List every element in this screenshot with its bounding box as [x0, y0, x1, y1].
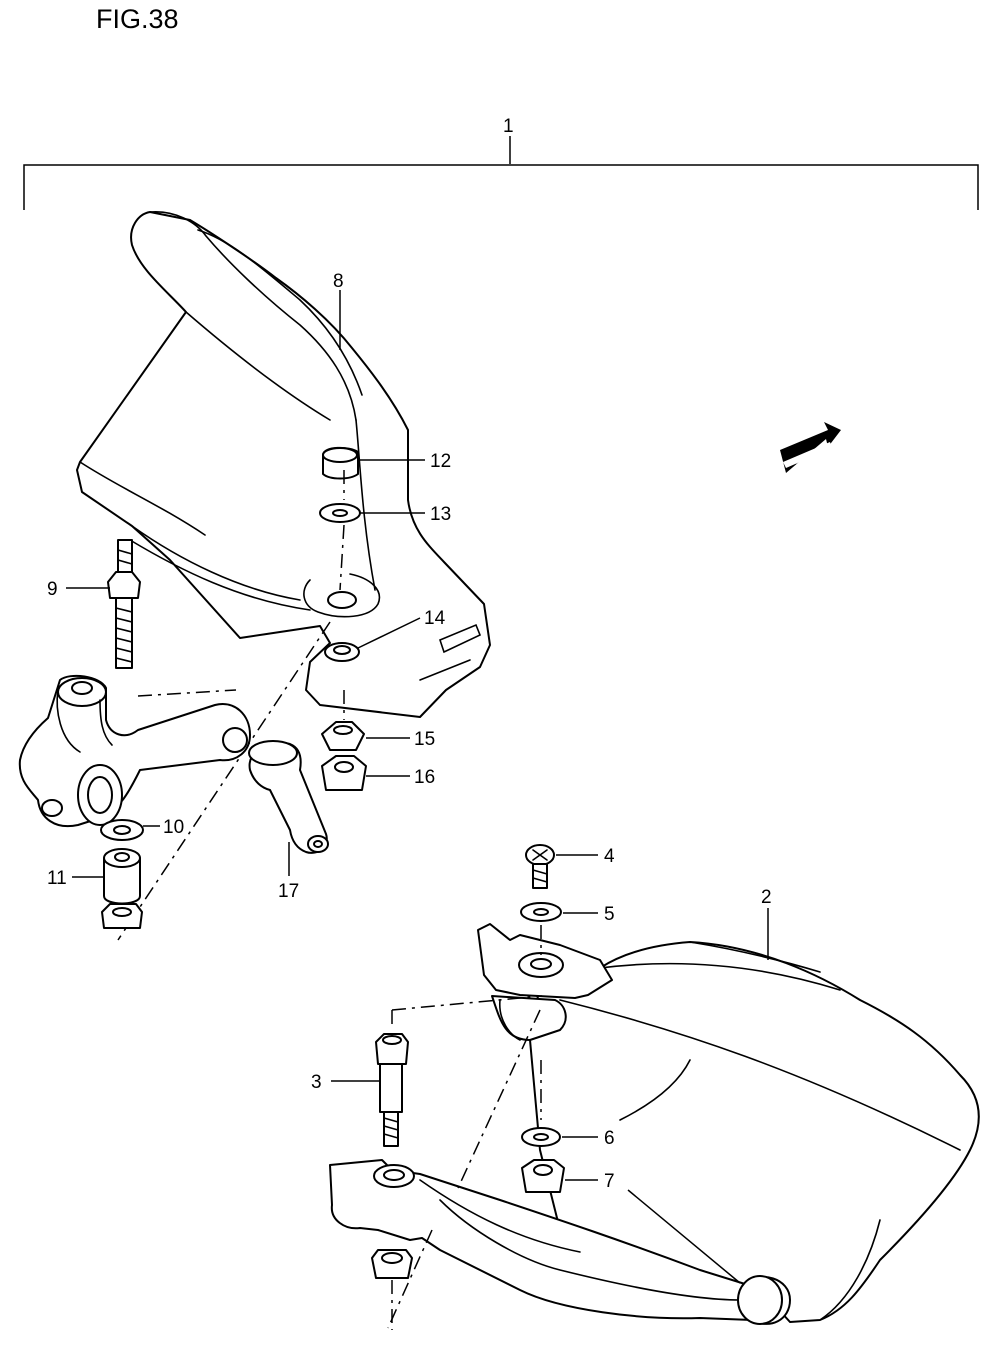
nut-lower-left: [101, 903, 143, 929]
nut-16: [321, 755, 367, 791]
callout-2: 2: [761, 887, 772, 908]
callout-5: 5: [604, 904, 615, 925]
callout-1: 1: [503, 116, 514, 137]
washer-5: [520, 902, 562, 922]
rubber-cap-17: [248, 740, 329, 854]
spacer-11: [103, 848, 141, 905]
bolt-3: [375, 1033, 409, 1147]
callout-15: 15: [414, 729, 435, 750]
callout-7: 7: [604, 1171, 615, 1192]
fwd-arrow-icon: FWD: [780, 422, 841, 475]
callout-11: 11: [47, 868, 67, 889]
leader-lines: [66, 290, 769, 1284]
callout-8: 8: [333, 271, 344, 292]
callout-6: 6: [604, 1128, 615, 1149]
nut-7: [521, 1159, 565, 1193]
callout-12: 12: [430, 451, 451, 472]
lever-body: [329, 1159, 791, 1325]
callout-4: 4: [604, 846, 615, 867]
lower-clamp-bracket: [477, 923, 613, 1041]
callout-10: 10: [163, 817, 184, 838]
assembly-bracket: [23, 136, 979, 210]
callout-14: 14: [424, 608, 446, 629]
collar-14: [324, 642, 360, 662]
figure-title: FIG.38: [96, 4, 179, 34]
hand-guard-upper: [76, 211, 491, 718]
screw-4: [525, 844, 555, 889]
callout-labels: 1 2 3 4 5 6 7 8 9 10 11 12 13 14 15 16 1…: [47, 116, 772, 1192]
nut-15: [321, 721, 365, 751]
washer-10: [100, 819, 144, 841]
callout-13: 13: [430, 504, 451, 525]
callout-16: 16: [414, 767, 435, 788]
bolt-9: [107, 539, 141, 669]
washer-6: [521, 1127, 561, 1147]
cap-nut-12: [322, 446, 359, 480]
callout-17: 17: [278, 881, 299, 902]
handlebar-clamp: [18, 674, 251, 828]
hand-guard-lower: [529, 941, 980, 1323]
callout-9: 9: [47, 579, 58, 600]
nut-lower-bottom: [371, 1249, 413, 1279]
washer-13: [319, 503, 361, 523]
callout-3: 3: [311, 1072, 322, 1093]
